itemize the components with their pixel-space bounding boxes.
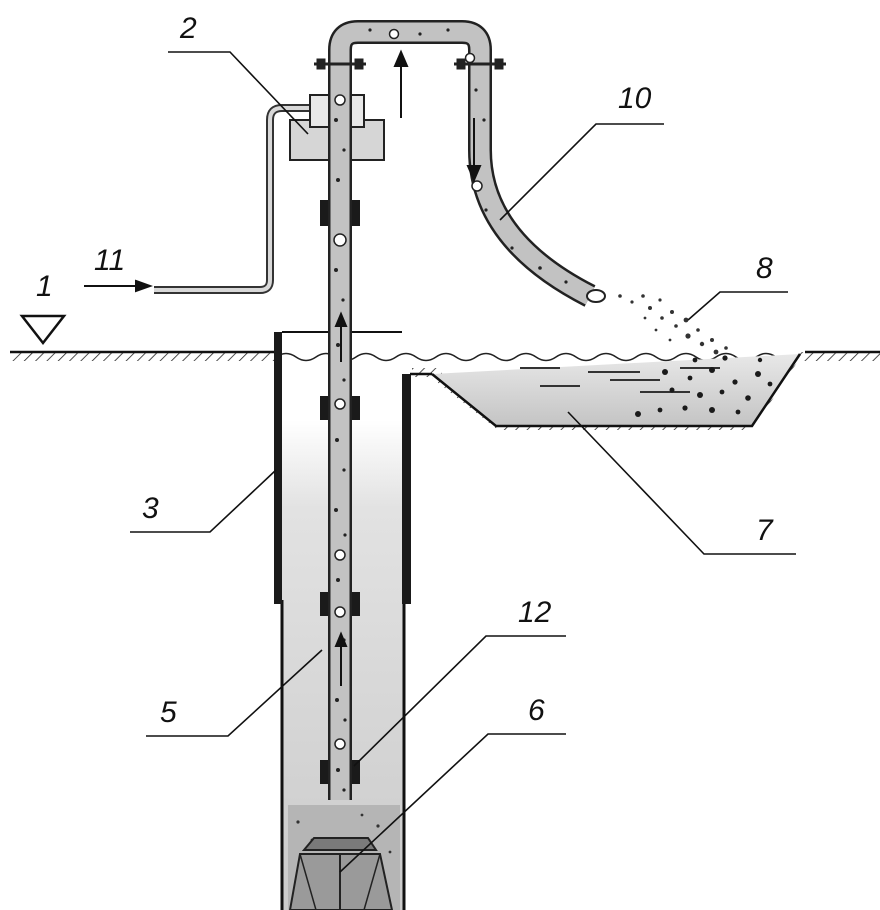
discharged-sediment: [635, 355, 773, 417]
air-bubbles: [333, 28, 483, 750]
label-5: 5: [160, 696, 177, 729]
label-12: 12: [518, 596, 552, 629]
label-10: 10: [618, 82, 652, 115]
flow-arrows: [84, 49, 482, 686]
discharge-stream: [618, 294, 728, 355]
label-8: 8: [756, 252, 773, 285]
pipe-couplings: [320, 200, 360, 784]
label-3: 3: [142, 492, 159, 525]
water-level-symbol: [12, 314, 76, 353]
label-2: 2: [179, 12, 197, 45]
label-1: 1: [36, 270, 53, 303]
pipe-flanges: [314, 58, 506, 70]
label-6: 6: [528, 694, 545, 727]
label-11: 11: [94, 244, 125, 277]
label-7: 7: [756, 514, 774, 547]
leader-lines: [130, 51, 796, 873]
settling-pond: [410, 353, 802, 430]
suction-head: [288, 837, 394, 910]
air-supply-hose: [154, 104, 312, 294]
